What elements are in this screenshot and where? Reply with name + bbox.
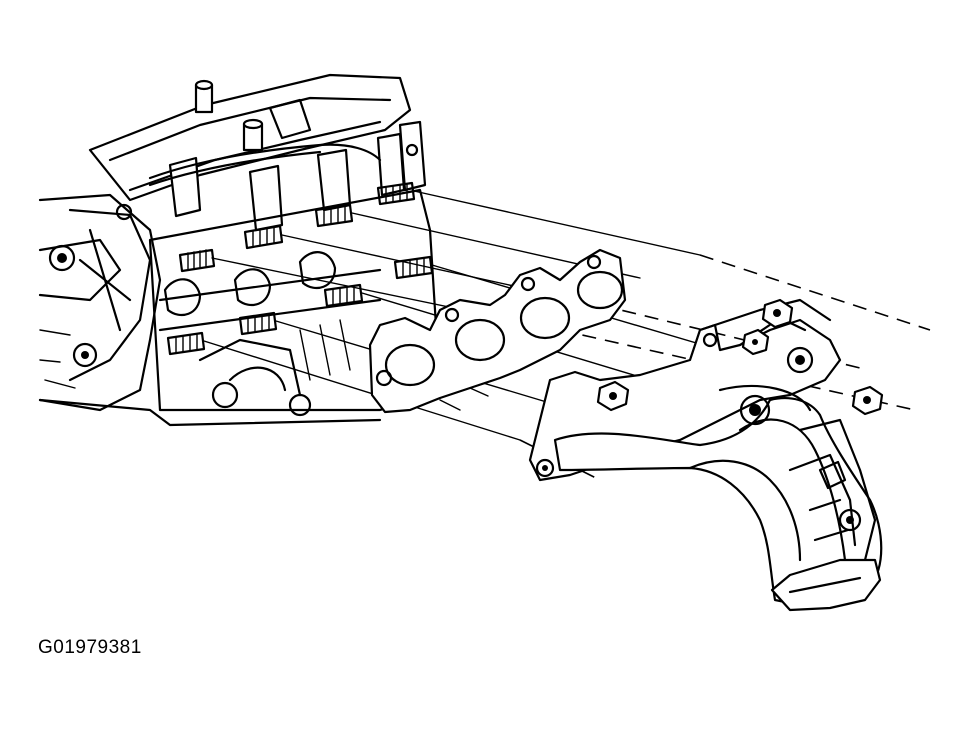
- exhaust-manifold: [528, 298, 883, 612]
- stud-1: [178, 248, 216, 273]
- exhaust-manifold-gasket: [368, 248, 627, 414]
- nut-2: [761, 298, 794, 329]
- stud-3: [314, 203, 354, 228]
- nut-4: [741, 328, 770, 356]
- manifold-nuts: [596, 298, 884, 416]
- nut-3: [851, 385, 884, 416]
- figure-id-label: G01979381: [38, 637, 142, 658]
- stud-6: [238, 311, 278, 336]
- stud-8: [393, 255, 434, 280]
- nut-1: [596, 380, 630, 412]
- stud-2: [243, 224, 284, 250]
- stud-4: [376, 181, 416, 206]
- stud-5: [166, 331, 206, 356]
